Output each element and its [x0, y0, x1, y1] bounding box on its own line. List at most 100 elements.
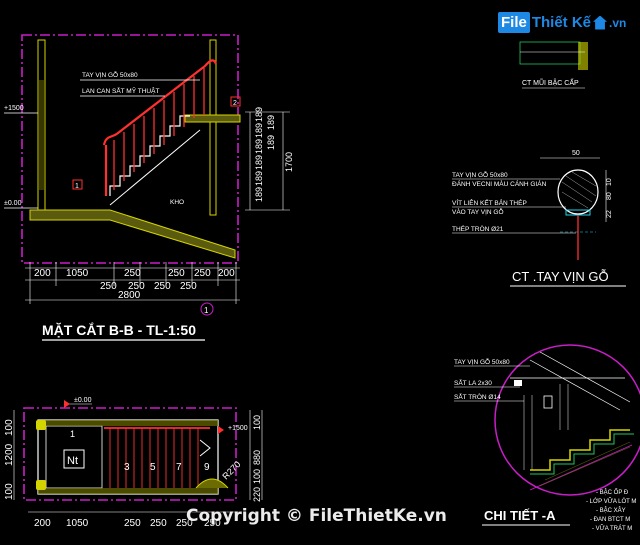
plan-left-dim-1: 1200 — [4, 443, 15, 466]
site-logo: File Thiết Kế .vn — [498, 12, 626, 33]
right-dimensions — [245, 111, 290, 211]
detail-a-circle — [494, 344, 640, 496]
right-dim-5: 189 — [254, 171, 264, 186]
plan-dimensions — [13, 410, 263, 513]
svg-text:2: 2 — [233, 100, 237, 107]
handrail-label-3: VÍT LIÊN KẾT BẢN THÉP — [452, 197, 527, 207]
right-dim-7: 189 — [266, 115, 276, 130]
detail-a-rail — [510, 351, 631, 411]
level-top: +1500 — [4, 105, 24, 112]
handrail-label-4: VÀO TAY VỊN GỖ — [452, 207, 504, 216]
detail-a-label-2: SẮT LA 2x30 — [454, 378, 492, 387]
detail-a-title: CHI TIẾT -A — [484, 508, 556, 523]
plan-level-top: ±0.00 — [74, 397, 92, 404]
logo-house-icon — [593, 15, 608, 30]
plan-view: Nt 1 3 5 7 9 R270 ±0.00 +1500 1200 100 1… — [4, 397, 263, 529]
stair-steps — [109, 115, 190, 196]
detail-a-label-1: TAY VỊN GỖ 50x80 — [454, 357, 510, 366]
nosing-caption: CT MŨI BẬC CẤP — [522, 77, 579, 87]
callout-handrail: TAY VỊN GỖ 50x80 — [82, 70, 138, 79]
detail-a-note-4: - ĐAN BTCT M — [590, 517, 630, 523]
handrail-label-2: ĐÁNH VECNI MÀU CÁNH GIÁN — [452, 179, 547, 188]
right-dim-total: 1700 — [284, 152, 294, 172]
logo-brand: Thiết Kế — [531, 14, 592, 31]
marker-n2: 2 — [230, 96, 241, 107]
plan-right-dim-3: 100 — [252, 469, 262, 484]
copyright-watermark: Copyright © FileThietKe.vn — [186, 506, 447, 526]
plan-bottom-dim-6: 250 — [204, 518, 221, 529]
detail-a-steps — [530, 429, 630, 471]
plan-radius: R270 — [220, 459, 242, 481]
detail-a-note-5: - VỮA TRÁT M — [592, 525, 632, 532]
plan-step-3: 3 — [124, 462, 130, 473]
plan-bottom-dim-1: 200 — [34, 518, 51, 529]
balusters — [113, 68, 205, 190]
nosing-detail: CT MŨI BẬC CẤP — [519, 41, 588, 89]
svg-text:1: 1 — [75, 183, 79, 190]
marker-n1: 1 — [72, 179, 83, 190]
right-dim-8: 189 — [266, 135, 276, 150]
right-dim-2: 189 — [254, 123, 264, 138]
detail-a-note-1: - BẬC ỐP Đ — [596, 489, 629, 496]
bottom-dim-total: 2800 — [118, 290, 141, 301]
plan-step-1: 1 — [70, 429, 75, 439]
right-dim-3: 189 — [254, 139, 264, 154]
handrail-detail: 50 80 10 22 TAY VỊN GỖ 50x80 ĐÁNH VECNI … — [452, 150, 626, 287]
left-wall-hatch — [38, 80, 45, 190]
handrail-label-1: TAY VỊN GỖ 50x80 — [452, 170, 508, 179]
room-label: KHO — [170, 199, 184, 206]
plan-radius-arc — [195, 478, 229, 489]
right-wall — [209, 39, 217, 216]
bottom-dim-1: 200 — [34, 268, 51, 279]
section-title: MẶT CẮT B-B - TL-1:50 — [42, 321, 196, 338]
section-frame — [21, 34, 239, 264]
svg-text:1: 1 — [204, 306, 209, 315]
plan-step-9: 9 — [204, 462, 210, 473]
room-tag: Nt — [67, 455, 78, 467]
floor-slab — [29, 209, 236, 259]
plan-left-dim-3: 100 — [4, 419, 15, 436]
bottom-dim-4: 250 — [168, 268, 185, 279]
detail-a-note-2: - LỚP VỮA LÓT M — [586, 498, 636, 505]
right-dim-6: 189 — [254, 187, 264, 202]
plan-treads — [109, 428, 199, 488]
section-b-b: TAY VỊN GỖ 50x80 LAN CAN SẮT MỸ THUẬT KH… — [4, 34, 294, 341]
bottom-dim-row2-4: 250 — [180, 281, 197, 292]
plan-step-7: 7 — [176, 462, 182, 473]
bottom-dim-2: 1050 — [66, 268, 89, 279]
logo-domain: .vn — [609, 15, 627, 30]
plan-right-dim-4: 220 — [252, 487, 262, 502]
handrail — [102, 59, 218, 146]
plan-right-dim-1: 100 — [252, 415, 262, 430]
handrail-profile — [557, 169, 599, 215]
handrail-dim-top: 50 — [572, 150, 580, 157]
bottom-dim-3: 250 — [124, 268, 141, 279]
plan-bottom-dim-3: 250 — [124, 518, 141, 529]
plan-frame — [23, 407, 237, 501]
detail-a: TAY VỊN GỖ 50x80 SẮT LA 2x30 SẮT TRÒN Ø1… — [454, 344, 640, 532]
bottom-dim-6: 200 — [218, 268, 235, 279]
plan-bottom-dim-4: 250 — [150, 518, 167, 529]
bottom-dim-row2-1: 250 — [100, 281, 117, 292]
plan-level-mid: +1500 — [228, 425, 248, 432]
detail-a-note-3: - BẬC XÂY — [596, 507, 626, 514]
plan-left-dim-2: 100 — [4, 483, 15, 500]
section-marker: 1 — [200, 302, 214, 316]
plan-bottom-dim-2: 1050 — [66, 518, 89, 529]
plan-outer-wall — [37, 419, 219, 495]
plan-bottom-dim-5: 250 — [176, 518, 193, 529]
detail-a-label-3: SẮT TRÒN Ø14 — [454, 392, 501, 401]
plan-step-5: 5 — [150, 462, 156, 473]
room-tag-box — [63, 449, 85, 469]
bottom-dim-row2-3: 250 — [154, 281, 171, 292]
level-bottom: ±0.00 — [4, 200, 22, 207]
bottom-dim-5: 250 — [194, 268, 211, 279]
stair-soffit — [109, 129, 201, 206]
right-dim-1: 189 — [254, 107, 264, 122]
logo-file: File — [498, 12, 530, 33]
handrail-label-5: THÉP TRÒN Ø21 — [452, 224, 504, 233]
right-dim-4: 189 — [254, 155, 264, 170]
callout-railing: LAN CAN SẮT MỸ THUẬT — [82, 86, 159, 95]
bottom-dimensions — [25, 262, 240, 304]
